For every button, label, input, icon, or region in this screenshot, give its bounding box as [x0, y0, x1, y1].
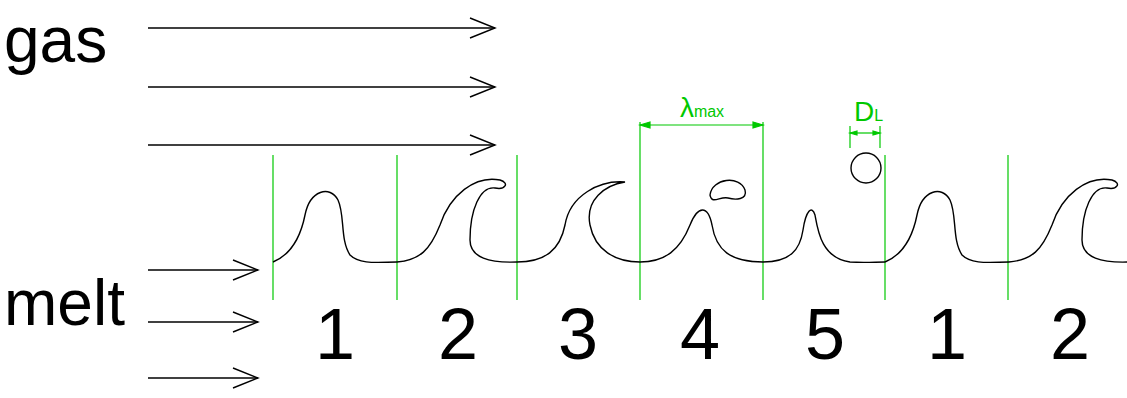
callout-number: 2: [438, 298, 478, 370]
callout-number: 1: [927, 298, 967, 370]
dimension-lines: [640, 122, 880, 148]
segment-dividers: [273, 122, 1008, 300]
gas-arrows: [148, 18, 495, 155]
callout-number: 4: [680, 298, 720, 370]
melt-arrows: [148, 260, 258, 388]
flow-label: melt: [4, 271, 125, 335]
dimension-label: λmax: [680, 94, 724, 122]
dimension-label: DL: [854, 98, 883, 126]
callout-number: 5: [805, 298, 845, 370]
callout-number: 3: [558, 298, 598, 370]
callout-number: 2: [1050, 298, 1090, 370]
flow-label: gas: [4, 8, 107, 72]
callout-number: 1: [315, 298, 355, 370]
wave-interface: [273, 153, 1127, 262]
